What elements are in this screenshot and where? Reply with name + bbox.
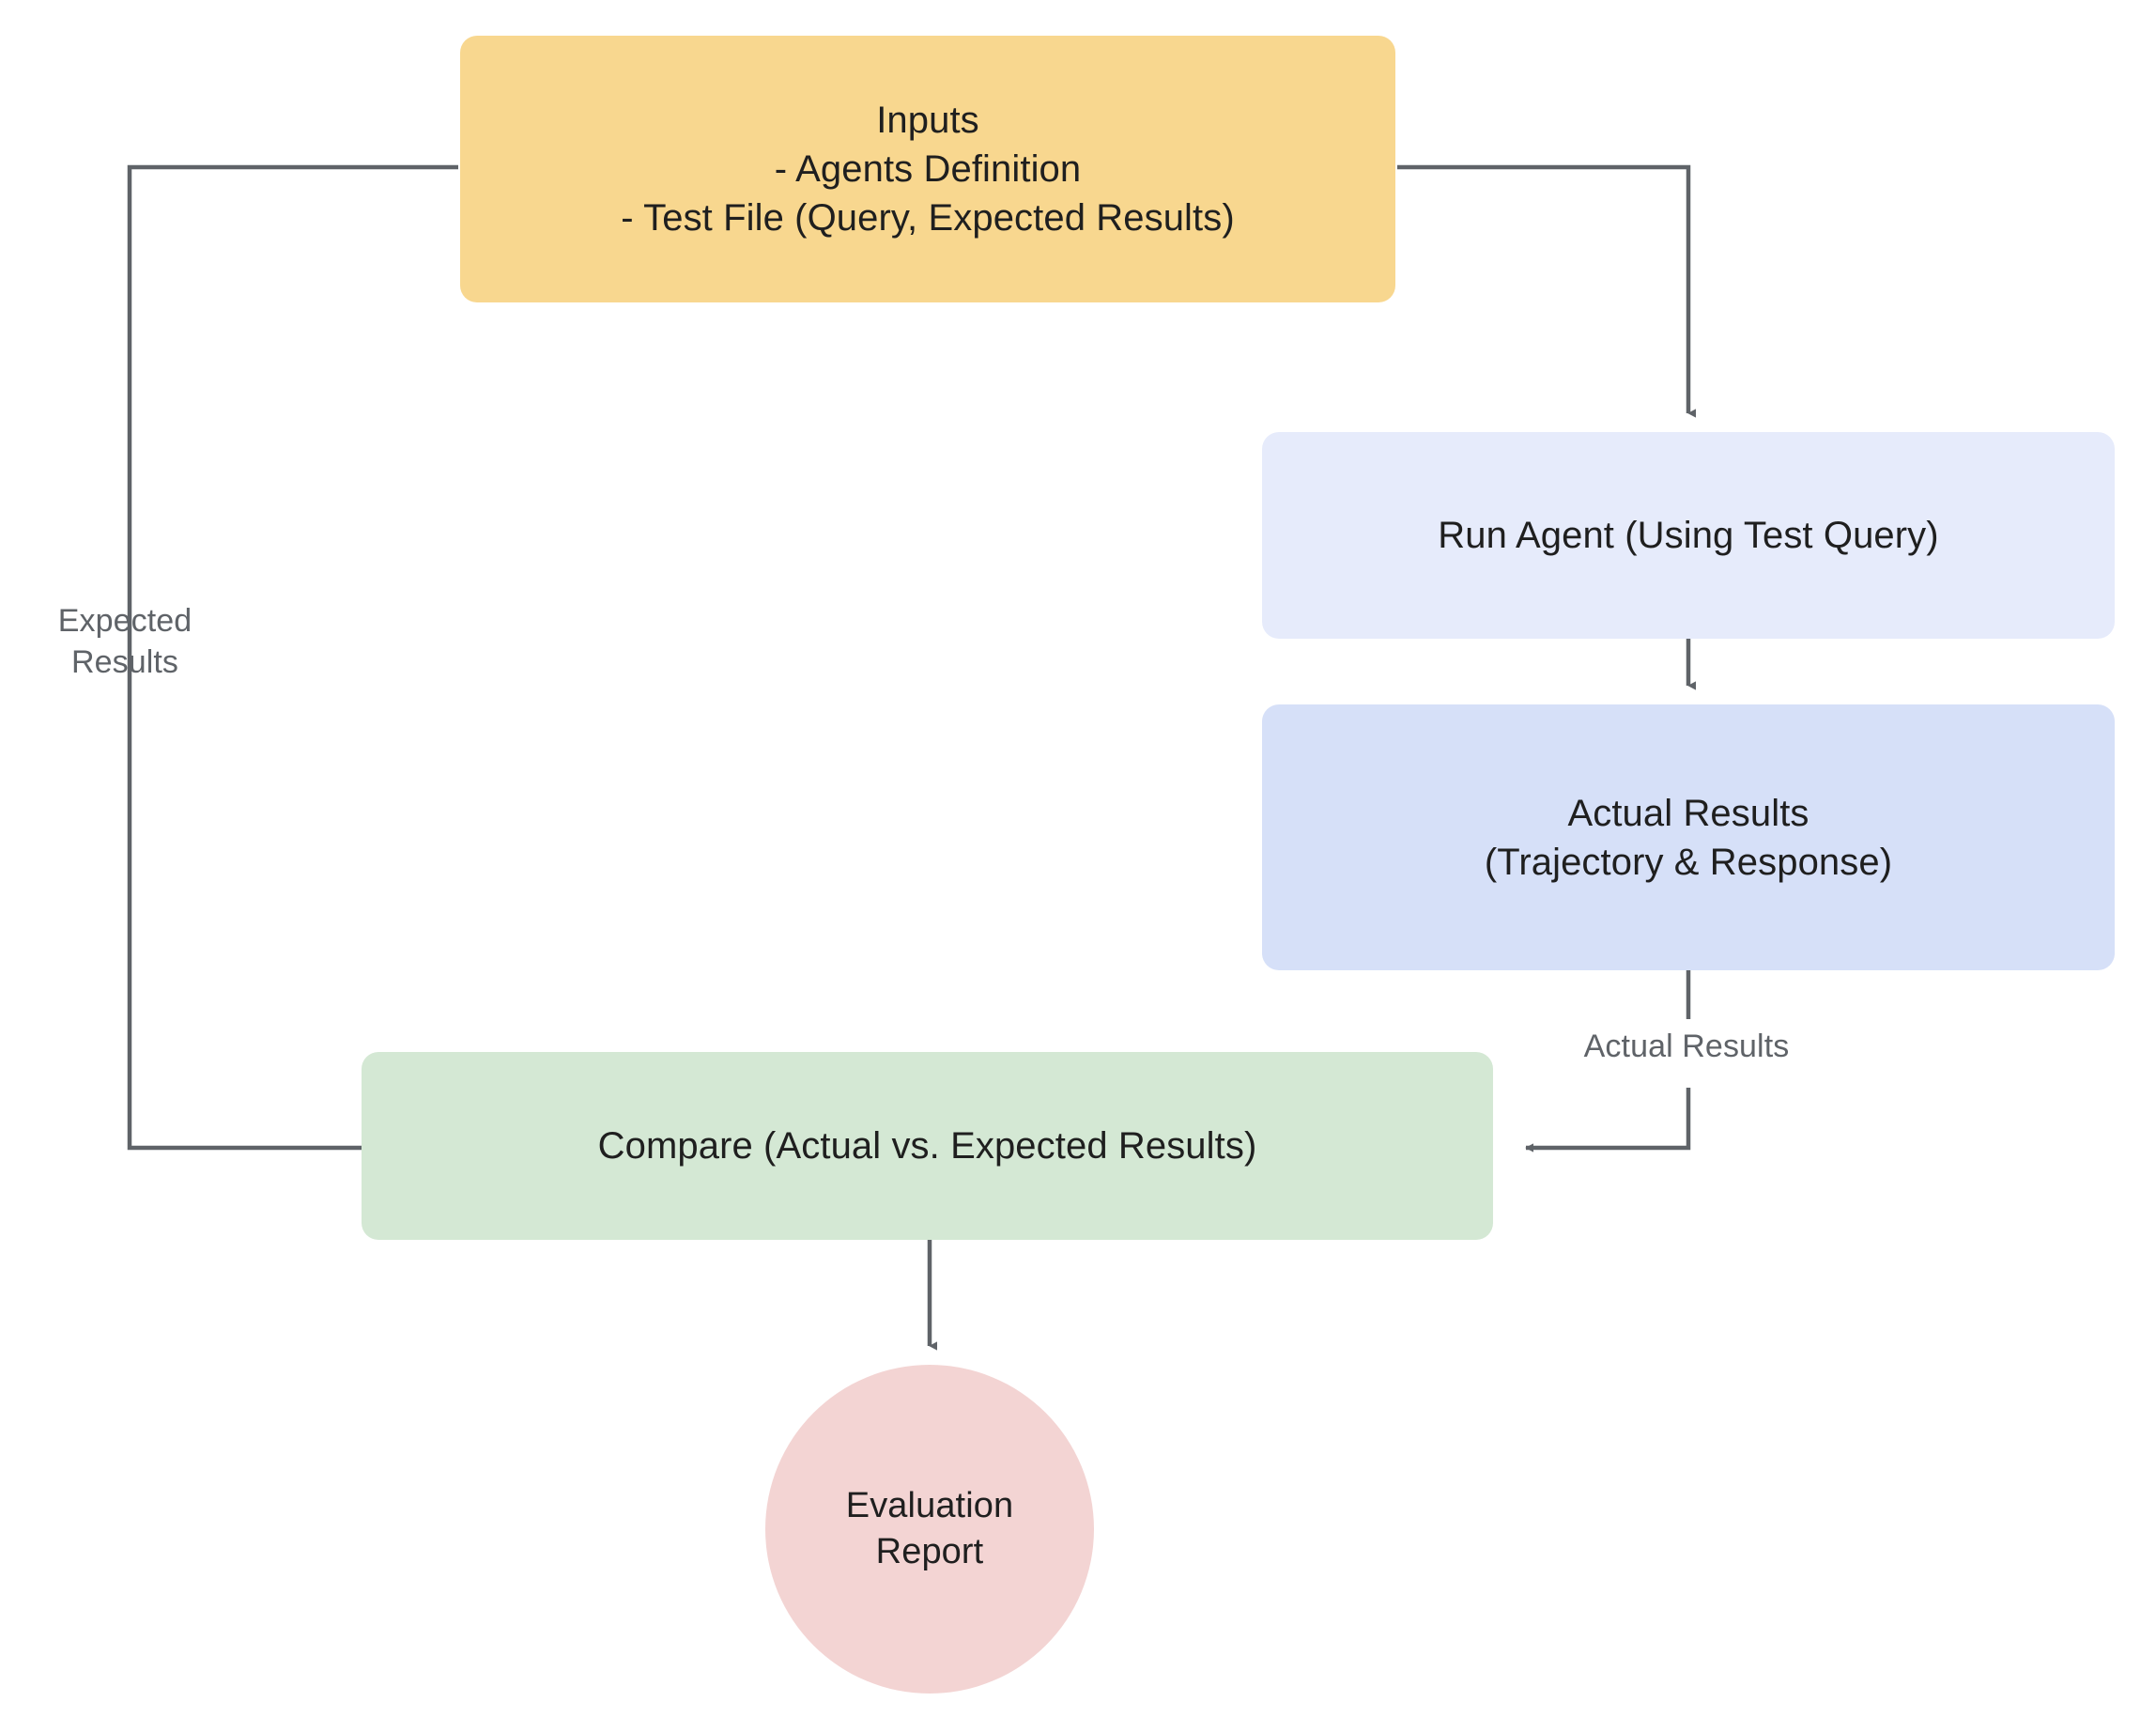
node-evaluation-report[interactable]: Evaluation Report bbox=[765, 1365, 1094, 1694]
edge-label-actual-results: Actual Results bbox=[1583, 1029, 1790, 1064]
edge-inputs-to-compare bbox=[127, 164, 1428, 1152]
node-compare[interactable]: Compare (Actual vs. Expected Results) bbox=[362, 1052, 1493, 1240]
node-inputs[interactable]: Inputs - Agents Definition - Test File (… bbox=[460, 36, 1395, 302]
edge-label-expected-results: Expected Results bbox=[57, 603, 192, 680]
node-actual-results[interactable]: Actual Results (Trajectory & Response) bbox=[1262, 704, 2115, 970]
node-run-agent[interactable]: Run Agent (Using Test Query) bbox=[1262, 432, 2115, 639]
edge-inputs-to-run-agent-visible bbox=[1397, 164, 1697, 418]
edge-actual-results-to-compare-seg2 bbox=[1525, 1088, 1691, 1152]
